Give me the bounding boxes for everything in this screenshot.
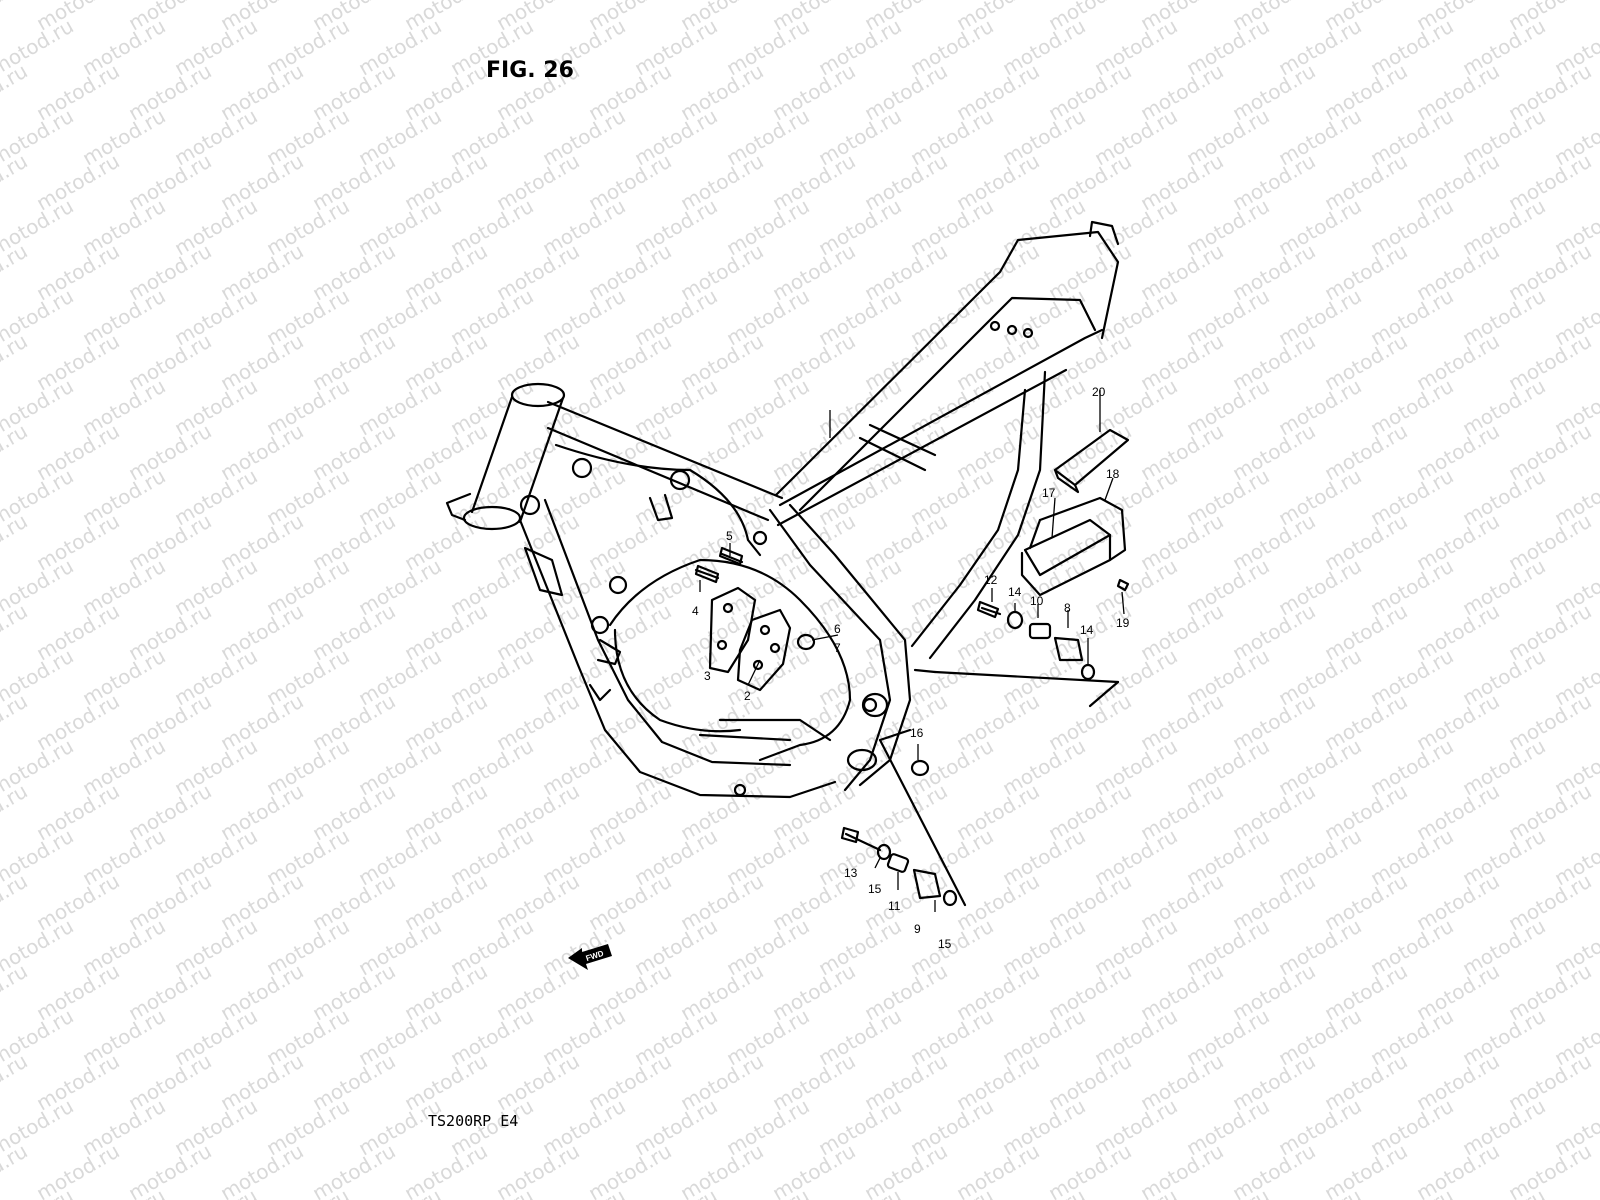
battery-holder — [1020, 496, 1127, 597]
upper-mount-set — [913, 600, 1120, 708]
engine-mount-plates — [708, 586, 792, 692]
model-code: TS200RP E4 — [428, 1112, 519, 1130]
cover-20 — [1053, 428, 1130, 494]
callout-18: 18 — [1106, 467, 1120, 481]
bolts-4-5 — [694, 546, 744, 584]
head-tube — [445, 382, 566, 531]
callout-6: 6 — [834, 622, 841, 636]
callout-16: 16 — [910, 726, 924, 740]
callout-11: 11 — [888, 899, 901, 913]
nut-16 — [910, 759, 930, 777]
callout-15a: 15 — [868, 882, 882, 896]
callout-19: 19 — [1116, 616, 1130, 630]
callout-labels: 2 3 4 5 6 7 8 9 10 11 12 13 14 14 15 15 … — [692, 385, 1130, 951]
nut-6-7 — [796, 633, 816, 651]
callout-13: 13 — [844, 866, 858, 880]
screw-19 — [1116, 578, 1130, 592]
callout-8: 8 — [1064, 601, 1071, 615]
callout-17: 17 — [1042, 486, 1056, 500]
callout-3: 3 — [704, 669, 711, 683]
callout-4: 4 — [692, 604, 699, 618]
figure-title: FIG. 26 — [486, 58, 574, 83]
callout-7: 7 — [834, 641, 841, 655]
main-frame-tubes — [518, 220, 1120, 799]
callout-10: 10 — [1030, 594, 1044, 608]
callout-14b: 14 — [1080, 623, 1094, 637]
callout-14a: 14 — [1008, 585, 1022, 599]
leader-lines — [699, 390, 1125, 912]
callout-9: 9 — [914, 922, 921, 936]
callout-2: 2 — [744, 689, 751, 703]
lower-mount-set — [840, 728, 967, 907]
callout-12: 12 — [984, 573, 998, 587]
callout-20: 20 — [1092, 385, 1106, 399]
callout-5: 5 — [726, 529, 733, 543]
callout-15b: 15 — [938, 937, 952, 951]
fwd-arrow-icon: FWD — [568, 944, 612, 970]
